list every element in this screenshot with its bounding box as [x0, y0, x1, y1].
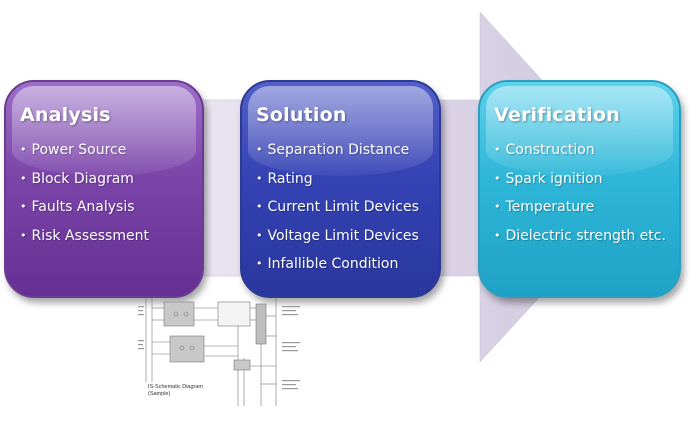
- analysis-list: Power Source Block Diagram Faults Analys…: [20, 136, 188, 250]
- schematic-caption-sub: (Sample): [148, 391, 170, 397]
- analysis-item: Faults Analysis: [20, 193, 188, 222]
- solution-item: Rating: [256, 165, 425, 194]
- solution-item: Infallible Condition: [256, 250, 425, 279]
- solution-item: Voltage Limit Devices: [256, 222, 425, 251]
- verification-item: Construction: [494, 136, 665, 165]
- solution-list: Separation Distance Rating Current Limit…: [256, 136, 425, 279]
- verification-item: Spark ignition: [494, 165, 665, 194]
- solution-stage-box: Solution Separation Distance Rating Curr…: [240, 80, 441, 298]
- verification-list: Construction Spark ignition Temperature …: [494, 136, 666, 251]
- verification-title: Verification: [494, 104, 620, 126]
- analysis-item: Power Source: [20, 136, 188, 165]
- solution-item: Current Limit Devices: [256, 193, 425, 222]
- solution-item: Separation Distance: [256, 136, 425, 165]
- analysis-item: Risk Assessment: [20, 222, 188, 251]
- verification-stage-box: Verification Construction Spark ignition…: [478, 80, 681, 298]
- analysis-stage-box: Analysis Power Source Block Diagram Faul…: [4, 80, 204, 298]
- solution-title: Solution: [256, 104, 347, 126]
- schematic-caption: IS-Schematic Diagram: [148, 384, 203, 390]
- analysis-item: Block Diagram: [20, 165, 188, 194]
- is-schematic-diagram: IS-Schematic Diagram (Sample): [138, 298, 300, 406]
- analysis-title: Analysis: [20, 104, 111, 126]
- verification-item: Dielectric strength etc.: [494, 222, 666, 251]
- verification-item: Temperature: [494, 193, 665, 222]
